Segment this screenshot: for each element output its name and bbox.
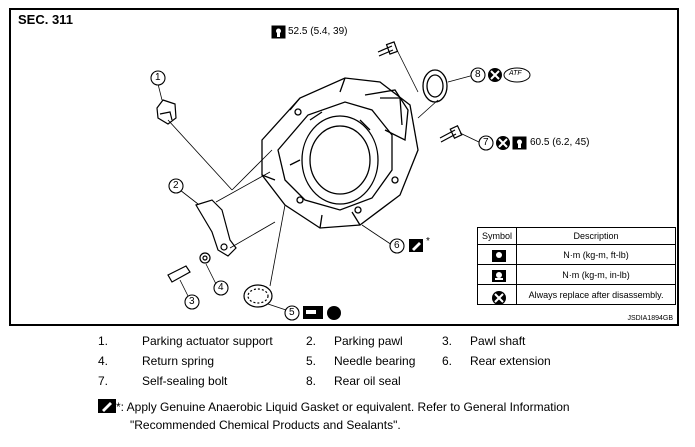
self-sealing-bolt bbox=[439, 124, 463, 143]
top-bolt bbox=[377, 41, 399, 57]
rear-oil-seal bbox=[422, 69, 448, 103]
diagram-frame bbox=[9, 8, 679, 326]
gasket-note: *: Apply Genuine Anaerobic Liquid Gasket… bbox=[98, 398, 570, 433]
callout-circles bbox=[150, 67, 494, 321]
description-header: Description bbox=[516, 227, 677, 245]
parking-pawl bbox=[195, 199, 237, 257]
callout-8: 8 bbox=[475, 69, 481, 80]
grease-icon bbox=[303, 306, 341, 320]
table-row-desc-2: N·m (kg-m, in-lb) bbox=[516, 264, 677, 285]
torque-top-value: 52.5 (5.4, 39) bbox=[288, 26, 348, 37]
legend-num-8: 8. bbox=[306, 374, 317, 388]
legend-num-3: 3. bbox=[442, 334, 453, 348]
table-row-icon-2 bbox=[476, 264, 518, 285]
table-row-icon-1 bbox=[476, 244, 518, 265]
liquid-gasket-icon bbox=[409, 239, 423, 252]
table-row-icon-3 bbox=[476, 284, 518, 305]
diagram-code: JSDIA1894GB bbox=[627, 315, 673, 322]
legend-label-4: Return spring bbox=[142, 354, 215, 368]
pawl-shaft bbox=[167, 265, 191, 283]
callout-7: 7 bbox=[483, 137, 489, 148]
legend-num-1: 1. bbox=[98, 334, 109, 348]
note-asterisk: * bbox=[116, 400, 121, 414]
legend-label-2: Parking pawl bbox=[334, 334, 403, 348]
symbol-table: Symbol Description N·m (kg-m, ft-lb) N·m… bbox=[476, 227, 677, 305]
legend-label-3: Pawl shaft bbox=[470, 334, 526, 348]
table-row-desc-1: N·m (kg-m, ft-lb) bbox=[516, 244, 677, 265]
torque-wrench-icon bbox=[271, 25, 286, 39]
needle-bearing bbox=[243, 284, 273, 308]
legend-num-7: 7. bbox=[98, 374, 109, 388]
legend-label-7: Self-sealing bolt bbox=[142, 374, 228, 388]
torque-wrench-icon-right bbox=[512, 136, 527, 150]
callout-6: 6 bbox=[394, 240, 400, 251]
legend-label-8: Rear oil seal bbox=[334, 374, 401, 388]
rear-extension-housing bbox=[261, 77, 419, 229]
torque-right-value: 60.5 (6.2, 45) bbox=[530, 137, 590, 148]
legend-num-6: 6. bbox=[442, 354, 453, 368]
legend-num-4: 4. bbox=[98, 354, 109, 368]
callout-1: 1 bbox=[155, 72, 161, 83]
legend-label-6: Rear extension bbox=[470, 354, 551, 368]
gasket-asterisk: * bbox=[426, 236, 430, 247]
atf-label: ATF bbox=[509, 70, 522, 77]
note-line-1: : Apply Genuine Anaerobic Liquid Gasket … bbox=[120, 400, 570, 414]
callout-2: 2 bbox=[173, 180, 179, 191]
legend-num-5: 5. bbox=[306, 354, 317, 368]
callout-3: 3 bbox=[189, 296, 195, 307]
leader-lines bbox=[157, 49, 482, 311]
atf-oval bbox=[503, 67, 531, 83]
symbol-header: Symbol bbox=[476, 227, 518, 245]
replace-x-marks bbox=[490, 70, 508, 148]
legend-label-5: Needle bearing bbox=[334, 354, 416, 368]
note-line-2: "Recommended Chemical Products and Seala… bbox=[130, 418, 401, 432]
table-row-desc-3: Always replace after disassembly. bbox=[516, 284, 677, 305]
legend-num-2: 2. bbox=[306, 334, 317, 348]
parking-actuator-support bbox=[156, 99, 177, 125]
section-label: SEC. 311 bbox=[18, 12, 73, 27]
legend-label-1: Parking actuator support bbox=[142, 334, 273, 348]
callout-5: 5 bbox=[289, 307, 295, 318]
return-spring bbox=[199, 252, 211, 264]
callout-4: 4 bbox=[218, 282, 224, 293]
liquid-gasket-note-icon bbox=[98, 398, 116, 418]
